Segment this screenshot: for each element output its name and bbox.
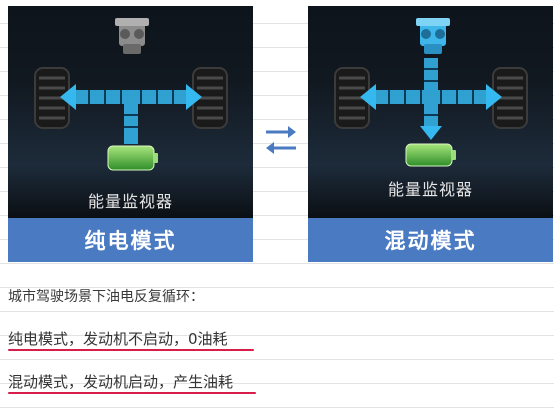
note-ev-underline: [8, 349, 254, 351]
engine-flow-arrow: [424, 58, 438, 90]
wheel-flow-arrow: [60, 84, 202, 110]
ev-mode-panel: 能量监视器 纯电模式: [8, 6, 253, 262]
note-hybrid-underline: [8, 392, 256, 394]
hybrid-mode-panel: 能量监视器 混动模式: [308, 6, 553, 262]
hybrid-mode-title: 混动模式: [308, 218, 553, 262]
swap-arrows-icon: [262, 120, 300, 160]
energy-monitor-label: 能量监视器: [87, 192, 173, 211]
energy-monitor-label: 能量监视器: [387, 180, 473, 199]
wheel-flow-arrow: [360, 84, 502, 110]
notes-title: 城市驾驶场景下油电反复循环：: [8, 289, 204, 305]
right-tire-icon: [192, 67, 228, 129]
engine-icon: [115, 18, 149, 54]
note-hybrid-mode: 混动模式，发动机启动，产生油耗: [8, 373, 234, 391]
note-ev-mode: 纯电模式，发动机不启动，0油耗: [8, 330, 228, 348]
battery-icon: [107, 145, 158, 171]
right-tire-icon: [492, 67, 528, 129]
charge-flow-arrow: [420, 104, 442, 140]
battery-flow-arrow: [124, 104, 138, 144]
engine-icon: [416, 18, 450, 54]
ev-mode-title: 纯电模式: [8, 218, 253, 262]
battery-icon: [405, 143, 456, 167]
